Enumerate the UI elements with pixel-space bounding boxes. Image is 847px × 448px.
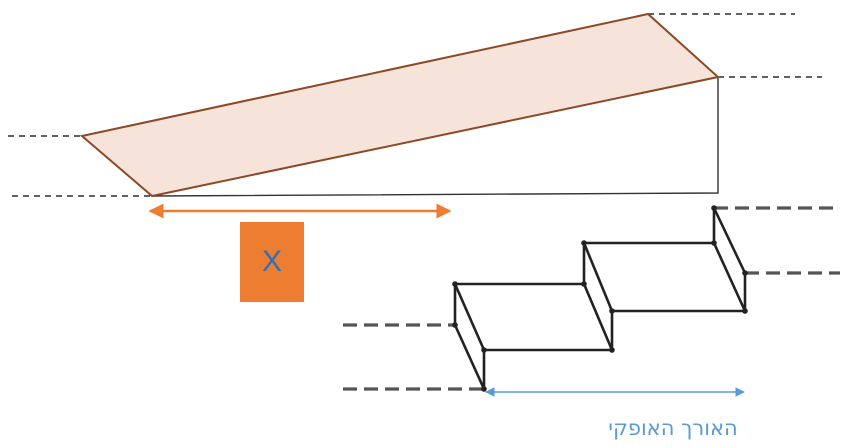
stairs-front-profile (482, 273, 747, 389)
stairs-edge-5 (712, 242, 747, 312)
ramp-support-frame (151, 77, 719, 197)
ramp-guide-lines (8, 13, 822, 197)
x-label-box: X (240, 222, 304, 302)
stairs-edge-1 (453, 283, 486, 351)
stairs-guide-lines (343, 206, 840, 391)
ramp (79, 12, 721, 198)
stairs (453, 207, 747, 390)
stairs-edge-2 (453, 324, 486, 390)
stairs-edge-6 (712, 207, 747, 274)
ramp-surface (79, 12, 721, 198)
horizontal-length-label: האורך האופקי (608, 416, 738, 440)
stairs-edge-4 (582, 242, 614, 312)
x-label: X (261, 245, 282, 278)
stairs-edge-3 (582, 283, 614, 351)
stairs-back-profile (453, 208, 716, 325)
stairs-vertices (452, 205, 748, 392)
